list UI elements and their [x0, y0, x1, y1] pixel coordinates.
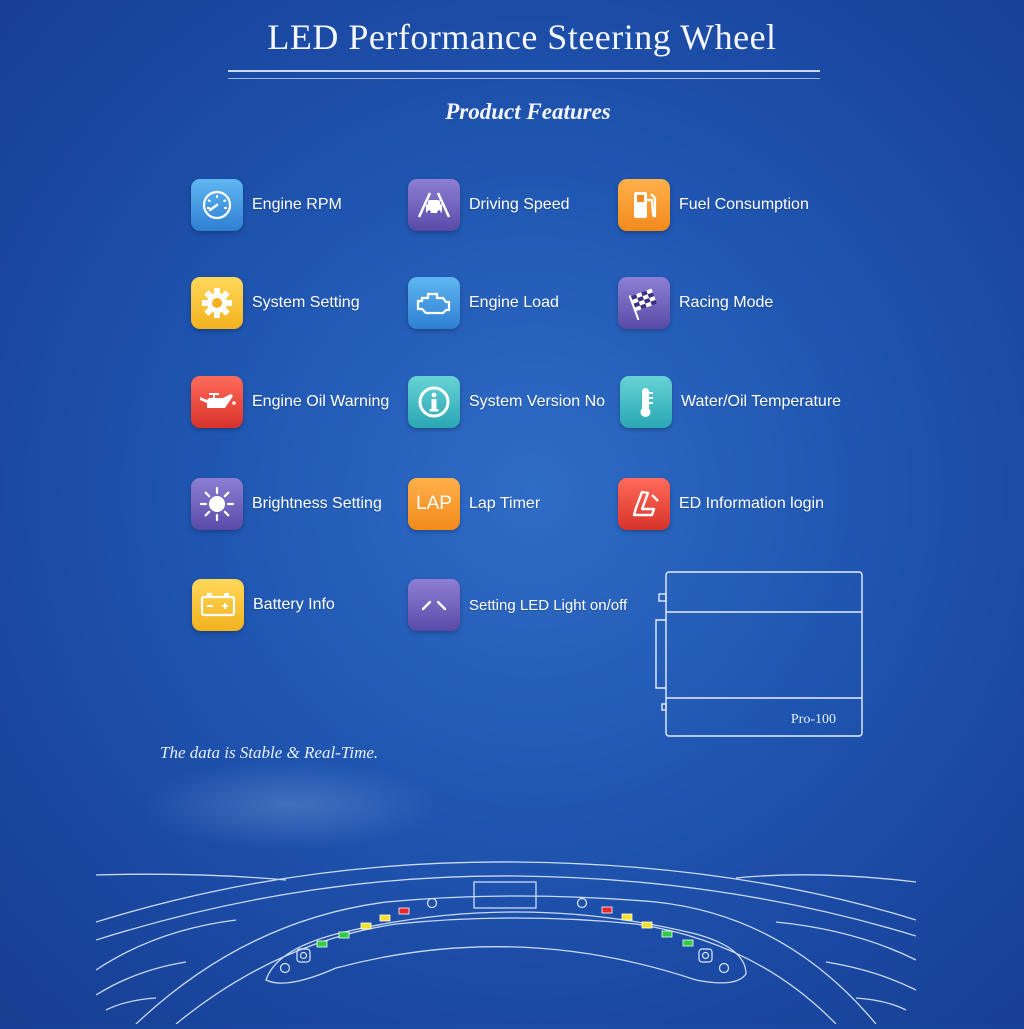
feature-water-oil-temperature: Water/Oil Temperature: [620, 376, 841, 428]
gear-icon: [191, 277, 243, 329]
page-title: LED Performance Steering Wheel: [267, 17, 777, 57]
battery-icon: [192, 579, 244, 631]
feature-label: Battery Info: [253, 596, 335, 613]
info-icon: [408, 376, 460, 428]
feature-label: Racing Mode: [679, 294, 774, 311]
feature-label: System Setting: [252, 294, 360, 311]
lap-icon: LAP: [408, 478, 460, 530]
gauge-icon: [191, 179, 243, 231]
feature-system-setting: System Setting: [191, 277, 360, 329]
footnote: The data is Stable & Real-Time.: [160, 743, 379, 762]
device-unit: Pro-100: [652, 570, 866, 740]
features-heading: Product Features: [445, 99, 611, 124]
feature-engine-load: Engine Load: [408, 277, 559, 329]
feature-label: Water/Oil Temperature: [681, 393, 842, 410]
fuel-pump-icon: [618, 179, 670, 231]
feature-label: Engine RPM: [252, 196, 342, 213]
feature-label: Engine Load: [469, 294, 559, 311]
seat-icon: [618, 478, 670, 530]
title-divider: [228, 70, 820, 79]
feature-label: Driving Speed: [469, 196, 570, 213]
sun-icon: [191, 478, 243, 530]
feature-system-version: System Version No: [408, 376, 605, 428]
engine-icon: [408, 277, 460, 329]
background-glow: [140, 760, 440, 850]
feature-fuel-consumption: Fuel Consumption: [618, 179, 809, 231]
feature-label: System Version No: [469, 393, 606, 410]
thermometer-icon: [620, 376, 672, 428]
feature-engine-oil-warning: Engine Oil Warning: [191, 376, 389, 428]
feature-engine-rpm: Engine RPM: [191, 179, 342, 231]
feature-label: Lap Timer: [469, 495, 541, 512]
device-model-label: Pro-100: [790, 712, 836, 727]
feature-label: ED Information login: [679, 495, 824, 512]
feature-label: Fuel Consumption: [679, 196, 809, 213]
oil-can-icon: [191, 376, 243, 428]
feature-racing-mode: Racing Mode: [618, 277, 773, 329]
feature-label: Brightness Setting: [252, 495, 382, 512]
checkered-flag-icon: [618, 277, 670, 329]
feature-lap-timer: LAP Lap Timer: [408, 478, 540, 530]
feature-setting-led-light: Setting LED Light on/off: [408, 579, 627, 631]
feature-driving-speed: Driving Speed: [408, 179, 570, 231]
feature-label: Setting LED Light on/off: [469, 596, 628, 614]
feature-ed-information-login: ED Information login: [618, 478, 824, 530]
feature-label: Engine Oil Warning: [252, 393, 390, 410]
feature-brightness-setting: Brightness Setting: [191, 478, 382, 530]
steering-wheel-illustration: [95, 850, 917, 1025]
feature-battery-info: Battery Info: [192, 579, 335, 631]
led-toggle-icon: [408, 579, 460, 631]
road-car-icon: [408, 179, 460, 231]
